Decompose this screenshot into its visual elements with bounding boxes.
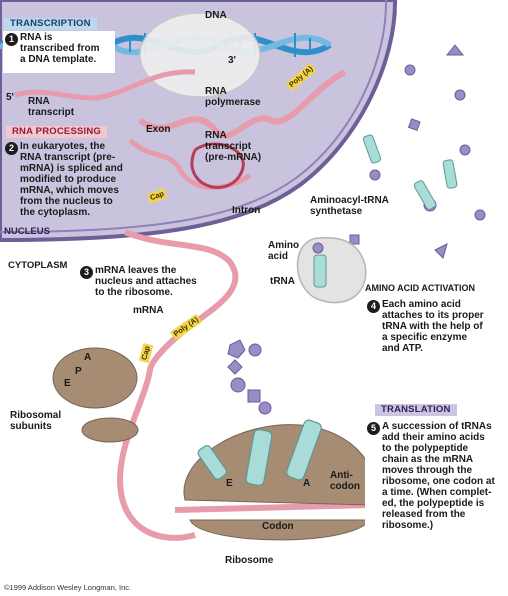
rna-polymerase-label: RNA polymerase: [205, 86, 261, 108]
amino-acid-activation-header: AMINO ACID ACTIVATION: [365, 283, 475, 293]
site-e-subunit: E: [64, 378, 71, 389]
synthetase-trna: [313, 254, 327, 288]
nuclear-envelope-inner: [0, 0, 388, 233]
step-3-number: 3: [80, 266, 93, 279]
nucleus-label: NUCLEUS: [4, 226, 50, 237]
translation-header: TRANSLATION: [375, 404, 457, 416]
ribosomal-subunits-shape: [52, 347, 139, 443]
intron-loop: [190, 142, 245, 189]
ribosome-shape: [183, 424, 375, 541]
step-3-box: 3 mRNA leaves the nucleus and attaches t…: [78, 264, 202, 300]
aminoacyl-trna-synthetase: [296, 237, 367, 304]
step-2-number: 2: [5, 142, 18, 155]
ribosome-trnas: [197, 419, 322, 486]
site-a-ribosome: A: [303, 478, 311, 489]
trna-label: tRNA: [270, 276, 295, 287]
free-amino-acids: [349, 44, 486, 259]
three-prime-label: 3': [228, 55, 236, 66]
step-5-number: 5: [367, 422, 380, 435]
transcription-header: TRANSCRIPTION: [4, 18, 97, 30]
cytoplasm-label: CYTOPLASM: [8, 260, 68, 271]
rna-polymerase: [139, 12, 261, 98]
step-1-number: 1: [5, 33, 18, 46]
ribosomal-subunits-label: Ribosomal subunits: [10, 410, 62, 432]
step-4-number: 4: [367, 300, 380, 313]
mrna-in-ribosome: [174, 502, 371, 513]
rna-transcript-label: RNA transcript: [28, 96, 75, 118]
five-prime-label: 5': [6, 92, 14, 103]
site-e-ribosome: E: [226, 478, 233, 489]
step-1-text: RNA is transcribed from a DNA template.: [20, 32, 100, 65]
step-5-box: 5 A succession of tRNAs add their amino …: [365, 420, 501, 536]
codon-label: Codon: [262, 521, 294, 532]
pre-mrna-label: RNA transcript (pre-mRNA): [205, 130, 262, 163]
step-2-text: In eukaryotes, the RNA transcript (pre- …: [20, 141, 123, 218]
anticodon-label: Anti- codon: [330, 470, 360, 492]
site-a-subunit: A: [84, 352, 92, 363]
step-2-box: 2 In eukaryotes, the RNA transcript (pre…: [3, 140, 131, 224]
dna-label: DNA: [205, 10, 227, 21]
synthetase-amino-acid: [312, 242, 324, 254]
site-p-subunit: P: [75, 366, 82, 377]
intron-label: Intron: [232, 205, 261, 216]
pre-mrna-strand: [138, 69, 347, 139]
exon-label: Exon: [146, 124, 171, 135]
aminoacyl-trna-synthetase-label: Aminoacyl-tRNA synthetase: [310, 195, 389, 217]
step-5-text: A succession of tRNAs add their amino ac…: [382, 421, 495, 531]
ribosome-label: Ribosome: [225, 555, 274, 566]
step-4-box: 4 Each amino acid attaches to its proper…: [365, 298, 497, 358]
amino-acid-label: Amino acid: [268, 240, 300, 262]
rna-processing-header: RNA PROCESSING: [6, 126, 108, 138]
mrna-strand: [116, 229, 239, 541]
copyright-notice: ©1999 Addison Wesley Longman, Inc.: [4, 583, 132, 592]
rna-transcript-strand: [14, 69, 196, 101]
step-4-text: Each amino acid attaches to its proper t…: [382, 299, 484, 354]
free-trnas: [362, 134, 458, 210]
polypeptide-chain: [227, 339, 272, 415]
step-1-box: 1 RNA is transcribed from a DNA template…: [3, 31, 115, 73]
mrna-label: mRNA: [133, 305, 164, 316]
step-3-text: mRNA leaves the nucleus and attaches to …: [95, 265, 197, 298]
